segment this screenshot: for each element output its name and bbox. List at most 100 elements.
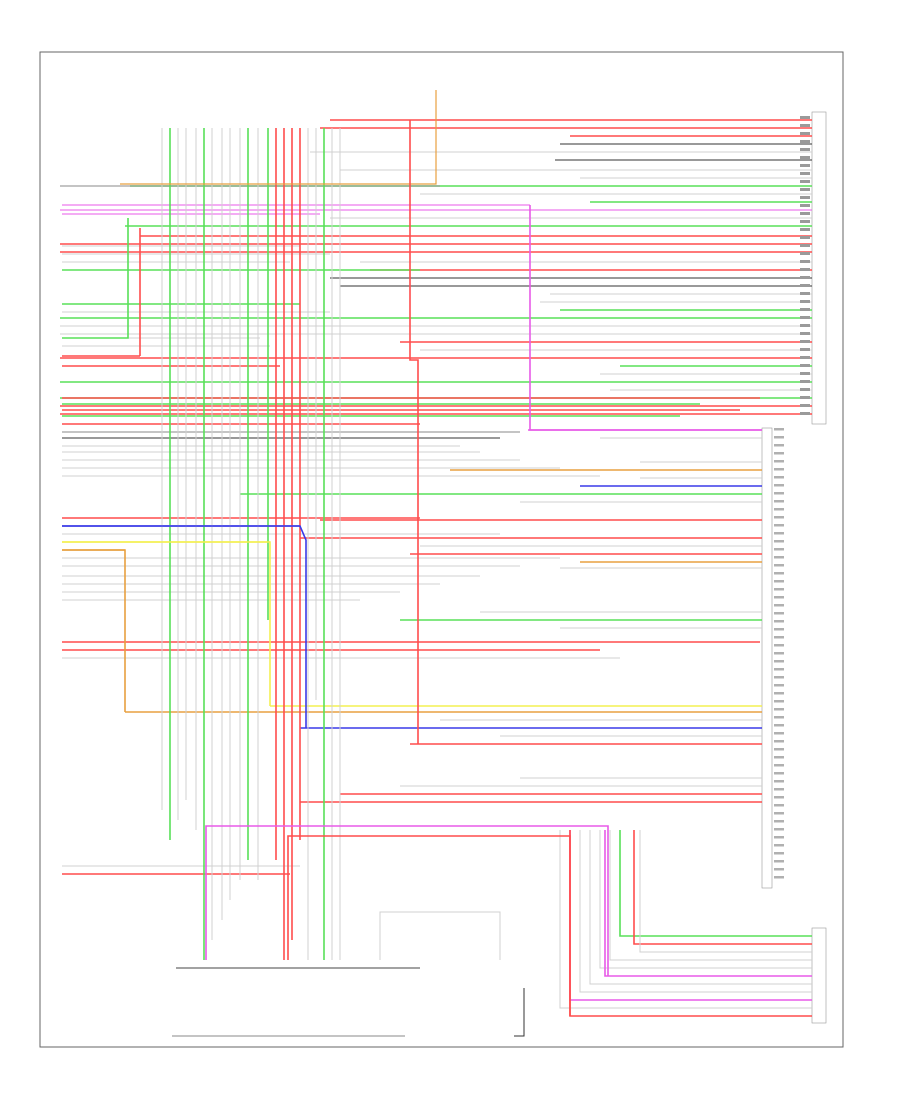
pin-label-mark xyxy=(774,444,784,447)
pin-label-mark xyxy=(774,644,784,647)
pin-label-mark xyxy=(774,732,784,735)
wire-magenta-loop xyxy=(205,825,609,976)
pin-label-mark xyxy=(774,636,784,639)
wire-bottom-right-10 xyxy=(569,830,812,1017)
wire-code-mark xyxy=(800,364,810,367)
wire-red-loop xyxy=(287,835,571,1016)
wire-code-mark xyxy=(800,348,810,351)
wire-code-mark xyxy=(800,412,810,415)
pin-label-mark xyxy=(774,588,784,591)
pin-label-mark xyxy=(774,476,784,479)
pin-label-mark xyxy=(774,740,784,743)
pin-label-mark xyxy=(774,556,784,559)
pin-label-mark xyxy=(774,596,784,599)
pin-label-mark xyxy=(774,804,784,807)
wire-code-mark xyxy=(800,324,810,327)
pin-label-mark xyxy=(774,780,784,783)
wire-code-mark xyxy=(800,404,810,407)
wire-green-left xyxy=(62,218,129,339)
bottom-right-connector xyxy=(811,927,827,1024)
wire-bottom-right-6 xyxy=(589,830,812,985)
wire-blue-main xyxy=(62,525,307,728)
wire-code-mark xyxy=(800,284,810,287)
pin-label-mark xyxy=(774,756,784,759)
wire-code-mark xyxy=(800,380,810,383)
wire-code-mark xyxy=(800,172,810,175)
wire-bottom-right-3 xyxy=(609,830,812,961)
wire-code-mark xyxy=(800,268,810,271)
pin-label-mark xyxy=(774,676,784,679)
wire-bottom-right-1 xyxy=(633,830,812,945)
wire-code-mark xyxy=(800,132,810,135)
wire-bottom-right-9 xyxy=(559,830,812,1009)
pin-label-mark xyxy=(774,564,784,567)
pin-label-mark xyxy=(774,436,784,439)
pin-label-mark xyxy=(774,548,784,551)
pin-label-mark xyxy=(774,452,784,455)
wire-code-mark xyxy=(800,124,810,127)
wire-code-mark xyxy=(800,308,810,311)
pin-label-mark xyxy=(774,468,784,471)
diagram-frame xyxy=(39,51,844,1048)
wire-ground xyxy=(514,988,525,1037)
pin-label-mark xyxy=(774,836,784,839)
pin-label-mark xyxy=(774,508,784,511)
wire-code-mark xyxy=(800,140,810,143)
pin-label-mark xyxy=(774,748,784,751)
wire-orange-main xyxy=(62,549,126,712)
pin-label-mark xyxy=(774,700,784,703)
wire-code-mark xyxy=(800,180,810,183)
pin-label-mark xyxy=(774,812,784,815)
wire-code-mark xyxy=(800,260,810,263)
pin-label-mark xyxy=(774,660,784,663)
wire-gray-loop xyxy=(379,911,501,960)
wire-code-mark xyxy=(800,340,810,343)
wire-code-mark xyxy=(800,212,810,215)
label-group xyxy=(774,116,810,879)
pin-label-mark xyxy=(774,692,784,695)
pin-label-mark xyxy=(774,876,784,879)
wire-group xyxy=(60,90,812,1037)
pin-label-mark xyxy=(774,580,784,583)
wire-code-mark xyxy=(800,252,810,255)
pin-label-mark xyxy=(774,844,784,847)
wire-bottom-right-0 xyxy=(619,830,812,937)
wire-code-mark xyxy=(800,292,810,295)
pin-label-mark xyxy=(774,708,784,711)
pin-label-mark xyxy=(774,628,784,631)
pin-label-mark xyxy=(774,484,784,487)
pin-label-mark xyxy=(774,540,784,543)
pin-label-mark xyxy=(774,796,784,799)
wire-magenta-main xyxy=(529,205,762,431)
wire-code-mark xyxy=(800,164,810,167)
wire-code-mark xyxy=(800,148,810,151)
pin-label-mark xyxy=(774,532,784,535)
wire-code-mark xyxy=(800,116,810,119)
wire-code-mark xyxy=(800,188,810,191)
pin-label-mark xyxy=(774,716,784,719)
pin-label-mark xyxy=(774,620,784,623)
pin-label-mark xyxy=(774,668,784,671)
wire-red-main xyxy=(409,120,419,744)
wire-bottom-right-8 xyxy=(569,830,812,1001)
wire-bottom-right-4 xyxy=(599,830,812,969)
pin-label-mark xyxy=(774,516,784,519)
pin-label-mark xyxy=(774,868,784,871)
wire-code-mark xyxy=(800,316,810,319)
pin-label-mark xyxy=(774,828,784,831)
wire-code-mark xyxy=(800,356,810,359)
wire-code-mark xyxy=(800,236,810,239)
wire-code-mark xyxy=(800,372,810,375)
pin-label-mark xyxy=(774,772,784,775)
wire-yellow-main xyxy=(62,541,271,706)
wire-bottom-right-2 xyxy=(639,830,812,953)
wire-bottom-right-7 xyxy=(579,830,812,993)
wire-code-mark xyxy=(800,228,810,231)
wire-code-mark xyxy=(800,244,810,247)
right-connector-block xyxy=(811,111,827,425)
wire-code-mark xyxy=(800,204,810,207)
pin-label-mark xyxy=(774,820,784,823)
pin-label-mark xyxy=(774,604,784,607)
wire-code-mark xyxy=(800,388,810,391)
